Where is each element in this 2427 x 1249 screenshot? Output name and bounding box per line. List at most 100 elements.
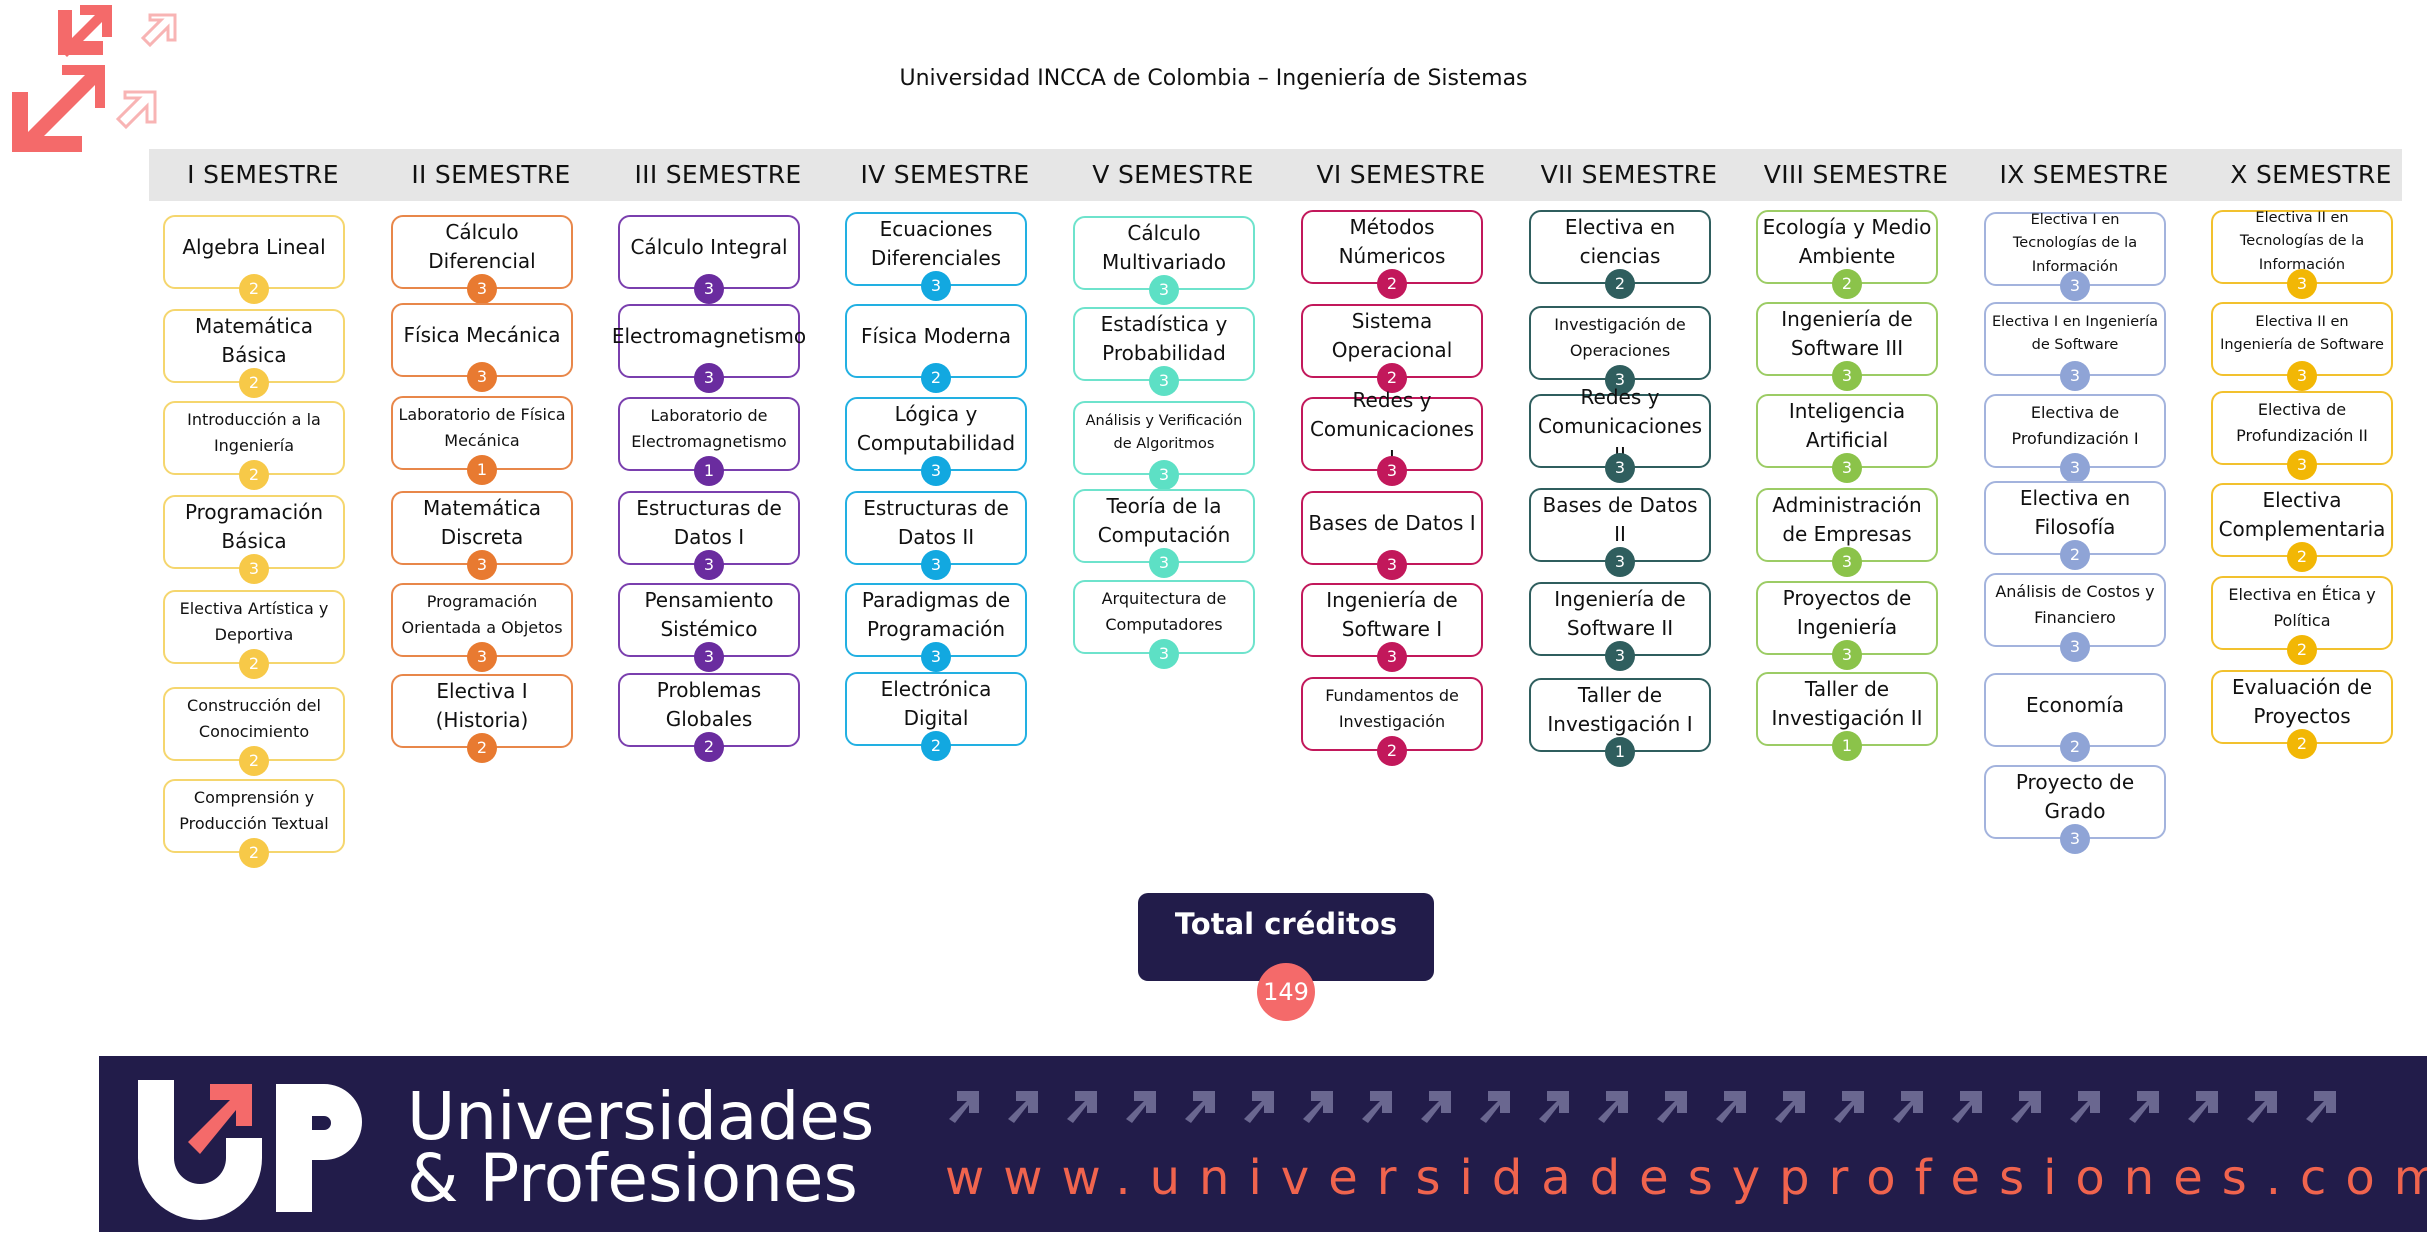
- credits-badge: 2: [2060, 540, 2090, 570]
- credits-badge: 3: [1605, 641, 1635, 671]
- footer-arrow-icon: [1008, 1091, 1038, 1123]
- course-card[interactable]: Redes y Comunicaciones II3: [1529, 385, 1711, 483]
- course-name: Física Moderna: [861, 323, 1011, 348]
- course-name: Electiva en ciencias: [1564, 215, 1676, 268]
- footer-arrow-icon: [1480, 1091, 1510, 1123]
- credits-badge: 3: [921, 271, 951, 301]
- credits-badge: 3: [2060, 632, 2090, 662]
- credits-badge: 3: [1377, 550, 1407, 580]
- footer-arrow-icon: [1657, 1091, 1687, 1123]
- semester-header: VIII SEMESTRE: [1763, 160, 1949, 189]
- course-name: Introducción a la Ingeniería: [187, 410, 321, 455]
- course-name: Inteligencia Artificial: [1788, 399, 1906, 452]
- credits-badge: 3: [1605, 547, 1635, 577]
- course-name: Comprensión y Producción Textual: [179, 788, 329, 833]
- course-name: Bases de Datos I: [1308, 510, 1476, 535]
- course-name: Lógica y Computabilidad: [856, 402, 1016, 455]
- footer-website-url[interactable]: www.universidadesyprofesiones.com: [945, 1150, 2427, 1206]
- semester-header: VII SEMESTRE: [1540, 160, 1718, 189]
- course-name: Física Mecánica: [403, 322, 561, 347]
- credits-badge: 2: [2287, 729, 2317, 759]
- course-card[interactable]: Electiva I en Tecnologías de la Informac…: [1984, 212, 2166, 301]
- credits-badge: 3: [2060, 453, 2090, 483]
- course-name: Taller de Investigación II: [1771, 677, 1923, 730]
- course-card[interactable]: Electiva II en Tecnologías de la Informa…: [2211, 210, 2393, 299]
- footer-arrow-icon: [949, 1091, 979, 1123]
- course-name: Matemática Discreta: [422, 496, 542, 549]
- credits-badge: 3: [2287, 269, 2317, 299]
- credits-badge: 2: [1377, 269, 1407, 299]
- course-name: Cálculo Integral: [630, 234, 788, 259]
- footer-arrow-icon: [1126, 1091, 1156, 1123]
- credits-badge: 3: [921, 550, 951, 580]
- course-card[interactable]: Bases de Datos I 3: [1301, 491, 1483, 580]
- course-card[interactable]: Redes y Comunicaciones I3: [1301, 388, 1483, 486]
- course-name: Electiva Artística y Deportiva: [179, 599, 329, 644]
- semester-header: V SEMESTRE: [1092, 160, 1254, 189]
- course-name: Laboratorio de Electromagnetismo: [631, 406, 787, 451]
- course-name: Construcción del Conocimiento: [187, 696, 321, 741]
- course-name: Ecuaciones Diferenciales: [870, 217, 1002, 270]
- course-name: Economía: [2025, 692, 2125, 717]
- credits-badge: 2: [467, 733, 497, 763]
- course-card[interactable]: Electiva I (Historia)2: [391, 674, 573, 763]
- total-credits-box: Total créditos 149: [1138, 893, 1434, 1021]
